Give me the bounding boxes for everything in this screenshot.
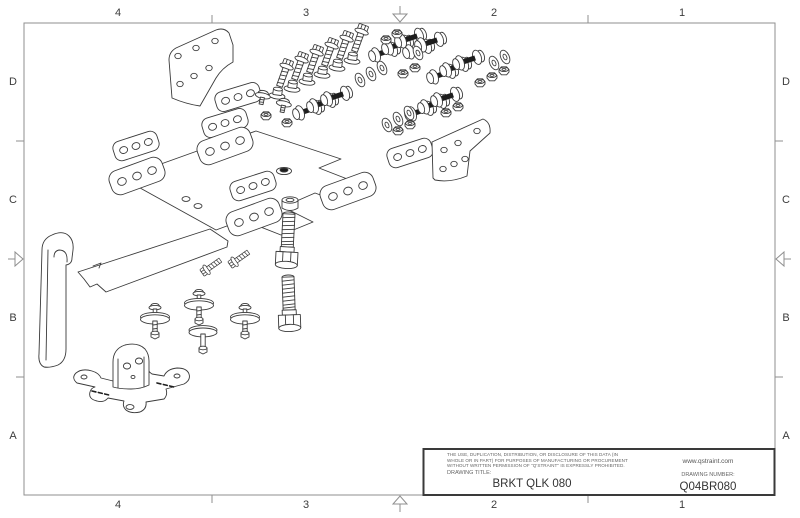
hex-bolt-row [268, 22, 372, 101]
gusset-plate-top-left [168, 28, 234, 107]
base-plate-assembly [73, 343, 190, 414]
zone-col-top-2: 2 [490, 7, 498, 19]
zone-col-bottom-3: 3 [302, 499, 310, 511]
center-arrow-bottom [391, 495, 409, 512]
gusset-plate-right [431, 118, 491, 182]
zone-row-left-b: B [9, 312, 17, 324]
zone-row-left-c: C [9, 194, 17, 206]
zone-row-left-a: A [9, 430, 17, 442]
stud-washer-assemblies [140, 288, 260, 355]
zone-col-top-4: 4 [114, 7, 122, 19]
drawing-title: BRKT QLK 080 [492, 478, 572, 490]
center-arrow-top [391, 6, 409, 23]
zone-col-bottom-2: 2 [490, 499, 498, 511]
hook-lever [38, 232, 74, 368]
anchor-plate [77, 228, 229, 293]
center-hex-nut [281, 196, 299, 211]
legal-line-3: WITHOUT WRITTEN PERMISSION OF "Q'STRAINT… [447, 463, 625, 469]
center-arrow-right [775, 250, 791, 268]
zone-col-top-3: 3 [302, 7, 310, 19]
zone-col-top-1: 1 [678, 7, 686, 19]
zone-col-bottom-1: 1 [678, 499, 686, 511]
exploded-view [38, 22, 513, 414]
website-url: www.qstraint.com [682, 458, 734, 465]
fastener-field [290, 25, 513, 136]
title-block-border [422, 448, 776, 496]
zone-row-right-d: D [782, 76, 790, 88]
drawing-number-label: DRAWING NUMBER: [681, 472, 735, 478]
zone-row-right-a: A [782, 430, 790, 442]
center-arrow-left [8, 250, 24, 268]
zone-row-left-d: D [9, 76, 17, 88]
legal-line-1: THE USE, DUPLICATION, DISTRIBUTION, OR D… [447, 452, 619, 457]
legal-line-2: WHOLE OR IN PART) FOR PURPOSES OF MANUFA… [447, 457, 628, 463]
zone-row-right-b: B [782, 312, 790, 324]
zone-row-right-c: C [782, 194, 790, 206]
center-screw [276, 166, 292, 176]
drawing-title-label: DRAWING TITLE: [447, 470, 492, 476]
sheet-frame [8, 6, 791, 512]
clevis-bracket [112, 343, 150, 390]
zone-col-bottom-4: 4 [114, 499, 122, 511]
drawing-number: Q04BR080 [679, 481, 737, 493]
